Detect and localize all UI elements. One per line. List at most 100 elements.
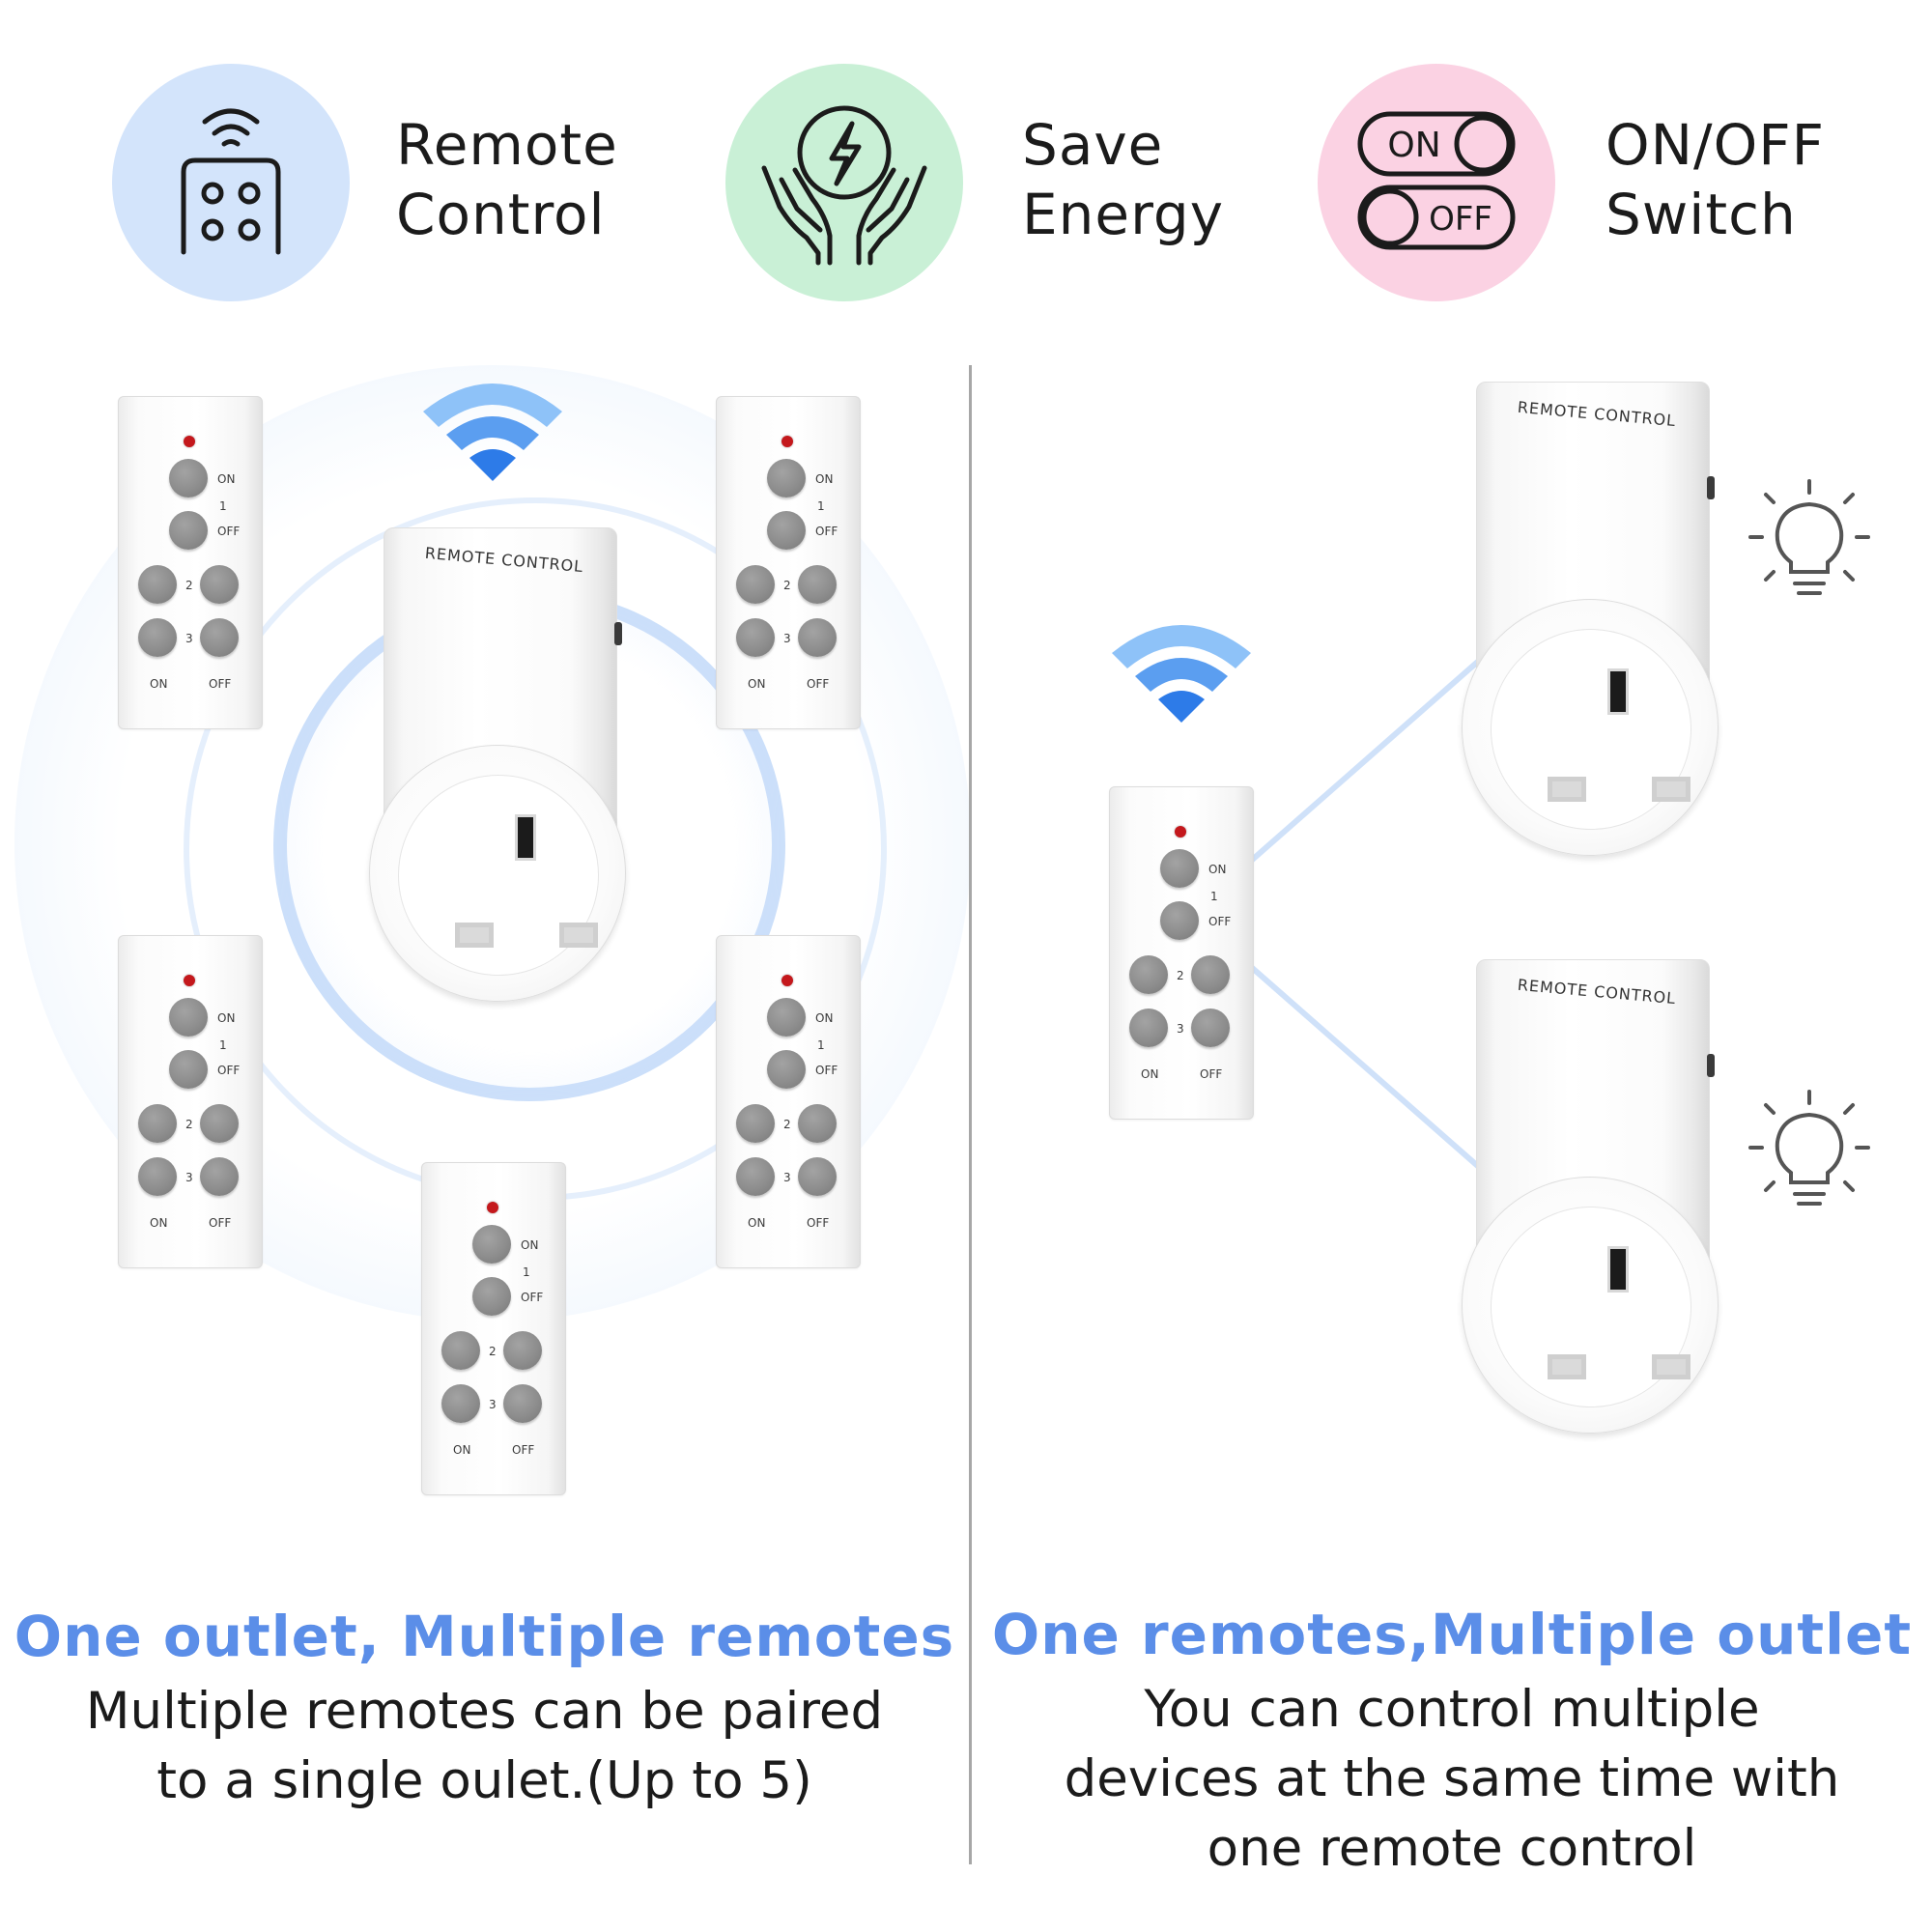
feature-line: Remote (396, 112, 618, 178)
remote-label: ON (748, 677, 766, 691)
socket-neutral-slot (1652, 1354, 1690, 1379)
remote-label: 1 (817, 1038, 825, 1052)
remote-ch3-on-button[interactable] (736, 1157, 775, 1196)
remote-label: 2 (489, 1345, 497, 1358)
right-panel-title: One remotes,Multiple outlet (991, 1602, 1913, 1667)
remote-label: 3 (185, 632, 193, 645)
feature-line: Switch (1605, 182, 1797, 247)
remote-label: 3 (489, 1398, 497, 1411)
remote-ch3-off-button[interactable] (200, 618, 239, 657)
remote-ch3-on-button[interactable] (138, 1157, 177, 1196)
remote-label: 2 (1177, 969, 1184, 982)
outlet-side-button[interactable] (1707, 1054, 1715, 1077)
remote-label: 1 (219, 1038, 227, 1052)
outlet-face (1462, 1177, 1719, 1434)
remote-label: 1 (219, 499, 227, 513)
toggle-on-label: ON (1387, 126, 1440, 165)
remote-led (184, 436, 195, 447)
remote-label: ON (150, 1216, 168, 1230)
outlet-face (369, 745, 626, 1002)
remote-ch1-off-button[interactable] (169, 511, 208, 550)
remote-control[interactable]: ON 1 OFF 2 3 ON OFF (118, 935, 263, 1268)
remote-ch2-on-button[interactable] (138, 565, 177, 604)
remote-ch3-off-button[interactable] (798, 618, 837, 657)
remote-ch3-on-button[interactable] (736, 618, 775, 657)
remote-control[interactable]: ON 1 OFF 2 3 ON OFF (1109, 786, 1254, 1120)
feature-line: ON/OFF (1605, 112, 1825, 178)
remote-ch1-on-button[interactable] (767, 459, 806, 497)
remote-ch3-off-button[interactable] (200, 1157, 239, 1196)
remote-ch1-off-button[interactable] (472, 1277, 511, 1316)
remote-led (184, 975, 195, 986)
remote-ch2-on-button[interactable] (441, 1331, 480, 1370)
remote-ch1-off-button[interactable] (767, 511, 806, 550)
outlet-side-button[interactable] (1707, 476, 1715, 499)
remote-ch2-off-button[interactable] (798, 1104, 837, 1143)
outlet-socket (1491, 629, 1691, 830)
remote-label: 3 (1177, 1022, 1184, 1036)
remote-label: ON (1141, 1067, 1159, 1081)
remote-label: OFF (521, 1291, 544, 1304)
remote-label: ON (748, 1216, 766, 1230)
remote-ch1-on-button[interactable] (472, 1225, 511, 1264)
remote-label: 1 (1210, 890, 1218, 903)
toggle-off-label: OFF (1429, 200, 1492, 239)
socket-neutral-slot (559, 923, 598, 948)
right-panel-description: You can control multiple devices at the … (972, 1675, 1932, 1884)
remote-ch3-off-button[interactable] (503, 1384, 542, 1423)
smart-outlet: REMOTE CONTROL (1462, 959, 1732, 1434)
remote-ch2-on-button[interactable] (736, 1104, 775, 1143)
remote-led (781, 975, 793, 986)
remote-label: 2 (783, 1118, 791, 1131)
remote-ch2-on-button[interactable] (138, 1104, 177, 1143)
remote-ch2-off-button[interactable] (503, 1331, 542, 1370)
socket-neutral-slot (1652, 777, 1690, 802)
remote-ch1-off-button[interactable] (767, 1050, 806, 1089)
remote-control[interactable]: ON 1 OFF 2 3 ON OFF (421, 1162, 566, 1495)
remote-label: ON (521, 1238, 539, 1252)
remote-ch1-on-button[interactable] (767, 998, 806, 1037)
remote-ch1-off-button[interactable] (1160, 901, 1199, 940)
remote-ch3-off-button[interactable] (1191, 1009, 1230, 1047)
remote-ch1-on-button[interactable] (169, 998, 208, 1037)
remote-label: 1 (817, 499, 825, 513)
remote-label: 3 (185, 1171, 193, 1184)
panel-divider (969, 365, 972, 1864)
remote-ch2-on-button[interactable] (1129, 955, 1168, 994)
remote-label: ON (453, 1443, 471, 1457)
remote-label: 2 (783, 579, 791, 592)
outlet-socket (398, 775, 599, 976)
socket-live-slot (1548, 777, 1586, 802)
remote-ch2-off-button[interactable] (798, 565, 837, 604)
remote-control[interactable]: ON 1 OFF 2 3 ON OFF (716, 935, 861, 1268)
remote-led (781, 436, 793, 447)
remote-ch3-on-button[interactable] (1129, 1009, 1168, 1047)
remote-ch2-on-button[interactable] (736, 565, 775, 604)
remote-ch1-on-button[interactable] (169, 459, 208, 497)
remote-ch2-off-button[interactable] (200, 1104, 239, 1143)
outlet-face (1462, 599, 1719, 856)
remote-ch3-on-button[interactable] (138, 618, 177, 657)
remote-ch1-on-button[interactable] (1160, 849, 1199, 888)
remote-ch2-off-button[interactable] (1191, 955, 1230, 994)
description-line: to a single oulet.(Up to 5) (156, 1751, 812, 1810)
remote-label: ON (217, 472, 236, 486)
remote-ch3-on-button[interactable] (441, 1384, 480, 1423)
remote-label: ON (217, 1011, 236, 1025)
description-line: one remote control (1207, 1819, 1697, 1878)
remote-led (1175, 826, 1186, 838)
remote-ch3-off-button[interactable] (798, 1157, 837, 1196)
feature-label-remote-control: Remote Control (396, 110, 618, 249)
description-line: Multiple remotes can be paired (85, 1682, 884, 1741)
remote-control[interactable]: ON 1 OFF 2 3 ON OFF (118, 396, 263, 729)
remote-control[interactable]: ON 1 OFF 2 3 ON OFF (716, 396, 861, 729)
remote-label: OFF (209, 1216, 232, 1230)
remote-ch1-off-button[interactable] (169, 1050, 208, 1089)
light-bulb-icon (1748, 479, 1870, 595)
description-line: devices at the same time with (1064, 1749, 1840, 1808)
signal-link-lines (1248, 650, 1490, 1178)
feature-line: Control (396, 182, 606, 247)
remote-label: OFF (815, 525, 838, 538)
outlet-side-button[interactable] (614, 622, 622, 645)
remote-ch2-off-button[interactable] (200, 565, 239, 604)
